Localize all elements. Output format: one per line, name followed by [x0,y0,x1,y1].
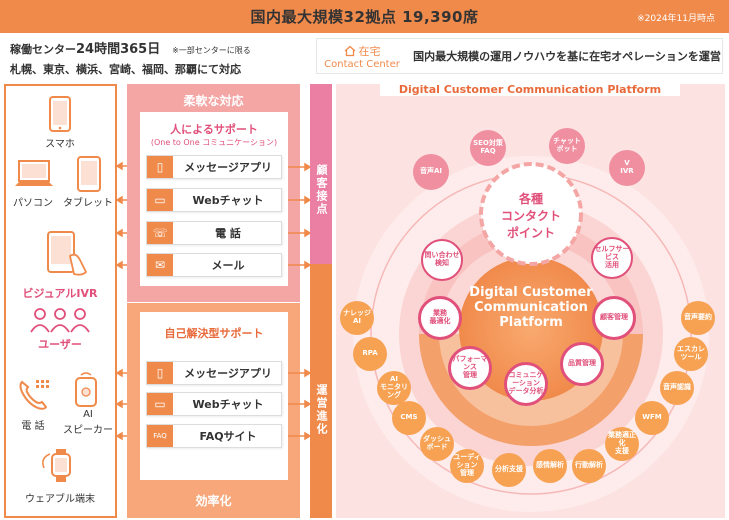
device-wearable-label: ウェアブル端末 [25,494,95,505]
device-vr-label: ビジュアルIVR [22,287,98,300]
info-line1-prefix: 稼働センター [10,43,76,56]
orange-bubble: ダッシュ ボード [420,427,454,461]
pink-bubble: V IVR [609,150,645,186]
device-phone-label: スマホ [45,139,75,150]
visual-ivr-icon [47,231,88,276]
web-chat-icon: ▭ [147,189,173,211]
inner-top-bubble: 問い合わせ 検知 [421,239,463,281]
mail-icon: ✉ [147,254,173,276]
band-top-wrap: 顧客接点 [310,150,332,230]
channel-faq: FAQ FAQサイト [146,424,282,448]
inner-bottom-bubble: パフォーマンス 管理 [448,346,492,390]
orange-bubble: ナレッジ AI [340,301,374,335]
hub-line2: コンタクト [500,209,561,223]
channel-phone: ☏ 電 話 [146,221,282,245]
channel-mail: ✉ メール [146,253,282,277]
orange-bubble: CMS [392,401,426,435]
hub-line1: 各種 [518,192,543,206]
channel-label: FAQサイト [199,430,257,443]
center-platform-text: Digital Customer Communication Platform [441,285,621,330]
channel-label: メッセージアプリ [184,161,272,174]
device-ai-label: AI [83,409,93,420]
telephone-icon [19,380,49,410]
inner-bottom-bubble: 顧客管理 [592,296,636,340]
center-line1: Digital Customer [469,285,593,300]
info-line1-note: ※一部センターに限る [172,46,251,55]
device-pc-label: パソコン [13,198,53,209]
pink-bubble: SEO対策 FAQ [470,130,506,166]
center-line3: Platform [499,315,563,330]
orange-bubble: 音声要約 [681,301,715,335]
orange-bubble: AI モニタリング [377,371,411,405]
orange-bubble: 感情解析 [533,449,567,483]
tablet-icon [77,156,101,192]
top-banner [0,0,729,33]
device-tablet-label: タブレット [63,198,113,209]
home-contact-box [316,38,723,74]
orange-bubble: WFM [635,401,669,435]
orange-bubble: エスカレ ツール [674,337,708,371]
hub-text: 各種 コンタクト ポイント [481,190,581,241]
web-chat-icon: ▭ [147,393,173,415]
channel-message-app-self: ▯ メッセージアプリ [146,361,282,385]
channel-label: Webチャット [192,194,264,207]
pink-bubble: 音声AI [413,154,449,190]
banner-note: ※2024年11月時点 [637,14,715,24]
band-bottom-wrap: 運営進化 [310,370,332,450]
band-top-label: 顧客接点 [315,164,328,216]
channel-web-chat-self: ▭ Webチャット [146,392,282,416]
info-center-hours: 稼働センター24時間365日 ※一部センターに限る 札幌、東京、横浜、宮崎、福岡… [10,38,310,76]
orange-bubble: 行動解析 [572,449,606,483]
users-icon [30,308,90,333]
home-contact-text: 国内最大規模の運用ノウハウを基に在宅オペレーションを運営 [413,50,721,63]
vertical-band-top [310,84,332,264]
device-tel-label: 電 話 [21,421,45,432]
home-label: 在宅 [358,44,381,58]
message-app-icon: ▯ [147,362,173,384]
channel-label: メッセージアプリ [184,367,272,380]
smartphone-icon [49,96,71,132]
ai-speaker-icon [75,372,97,407]
platform-title: Digital Customer Communication Platform [380,82,680,96]
flexible-title: 柔軟な対応 [183,94,244,108]
channel-web-chat: ▭ Webチャット [146,188,282,212]
faq-icon: FAQ [147,425,173,447]
channel-label: Webチャット [192,398,264,411]
band-bottom-label: 運営進化 [315,384,328,436]
house-icon [344,45,355,56]
orange-bubble: 音声認識 [660,371,694,405]
human-support-sub: (One to One コミュニケーション) [150,138,278,147]
channel-arrows [288,162,310,441]
info-line2: 札幌、東京、横浜、宮崎、福岡、那覇にて対応 [10,63,241,76]
inner-bottom-bubble: 品質管理 [560,342,604,386]
channel-message-app: ▯ メッセージアプリ [146,155,282,179]
pink-bubble: チャット ボット [549,128,585,164]
channel-label: メール [211,259,245,272]
orange-bubble: ユーディション 管理 [450,449,484,483]
inner-bottom-bubble: コミュニケーション データ分析 [504,362,548,406]
message-app-icon: ▯ [147,156,173,178]
hub-line3: ポイント [506,226,555,240]
inner-top-bubble: セルフサービス 活用 [591,237,633,279]
human-support-title: 人によるサポート [170,123,258,136]
wearable-icon [42,449,71,482]
home-contact-label: 在宅 Contact Center [320,40,404,72]
orange-bubble: RPA [353,337,387,371]
orange-bubble: 業務適正化 支援 [605,427,639,461]
self-support-title: 自己解決型サポート [164,327,264,340]
pc-icon [15,160,53,186]
banner-title: 国内最大規模32拠点 19,390席 [250,8,479,26]
channel-label: 電 話 [215,227,241,240]
device-speaker-label: スピーカー [63,425,113,436]
device-user-label: ユーザー [38,338,82,351]
phone-keypad-icon: ☏ [147,222,173,244]
orange-bubble: 分析支援 [492,453,526,487]
info-line1: 稼働センター24時間365日 ※一部センターに限る [10,38,310,57]
home-sub: Contact Center [324,58,400,70]
center-line2: Communication [474,300,588,315]
efficiency-title: 効率化 [195,494,232,508]
info-line1-big: 24時間365日 [76,42,161,57]
inner-bottom-bubble: 業務 最適化 [418,296,462,340]
